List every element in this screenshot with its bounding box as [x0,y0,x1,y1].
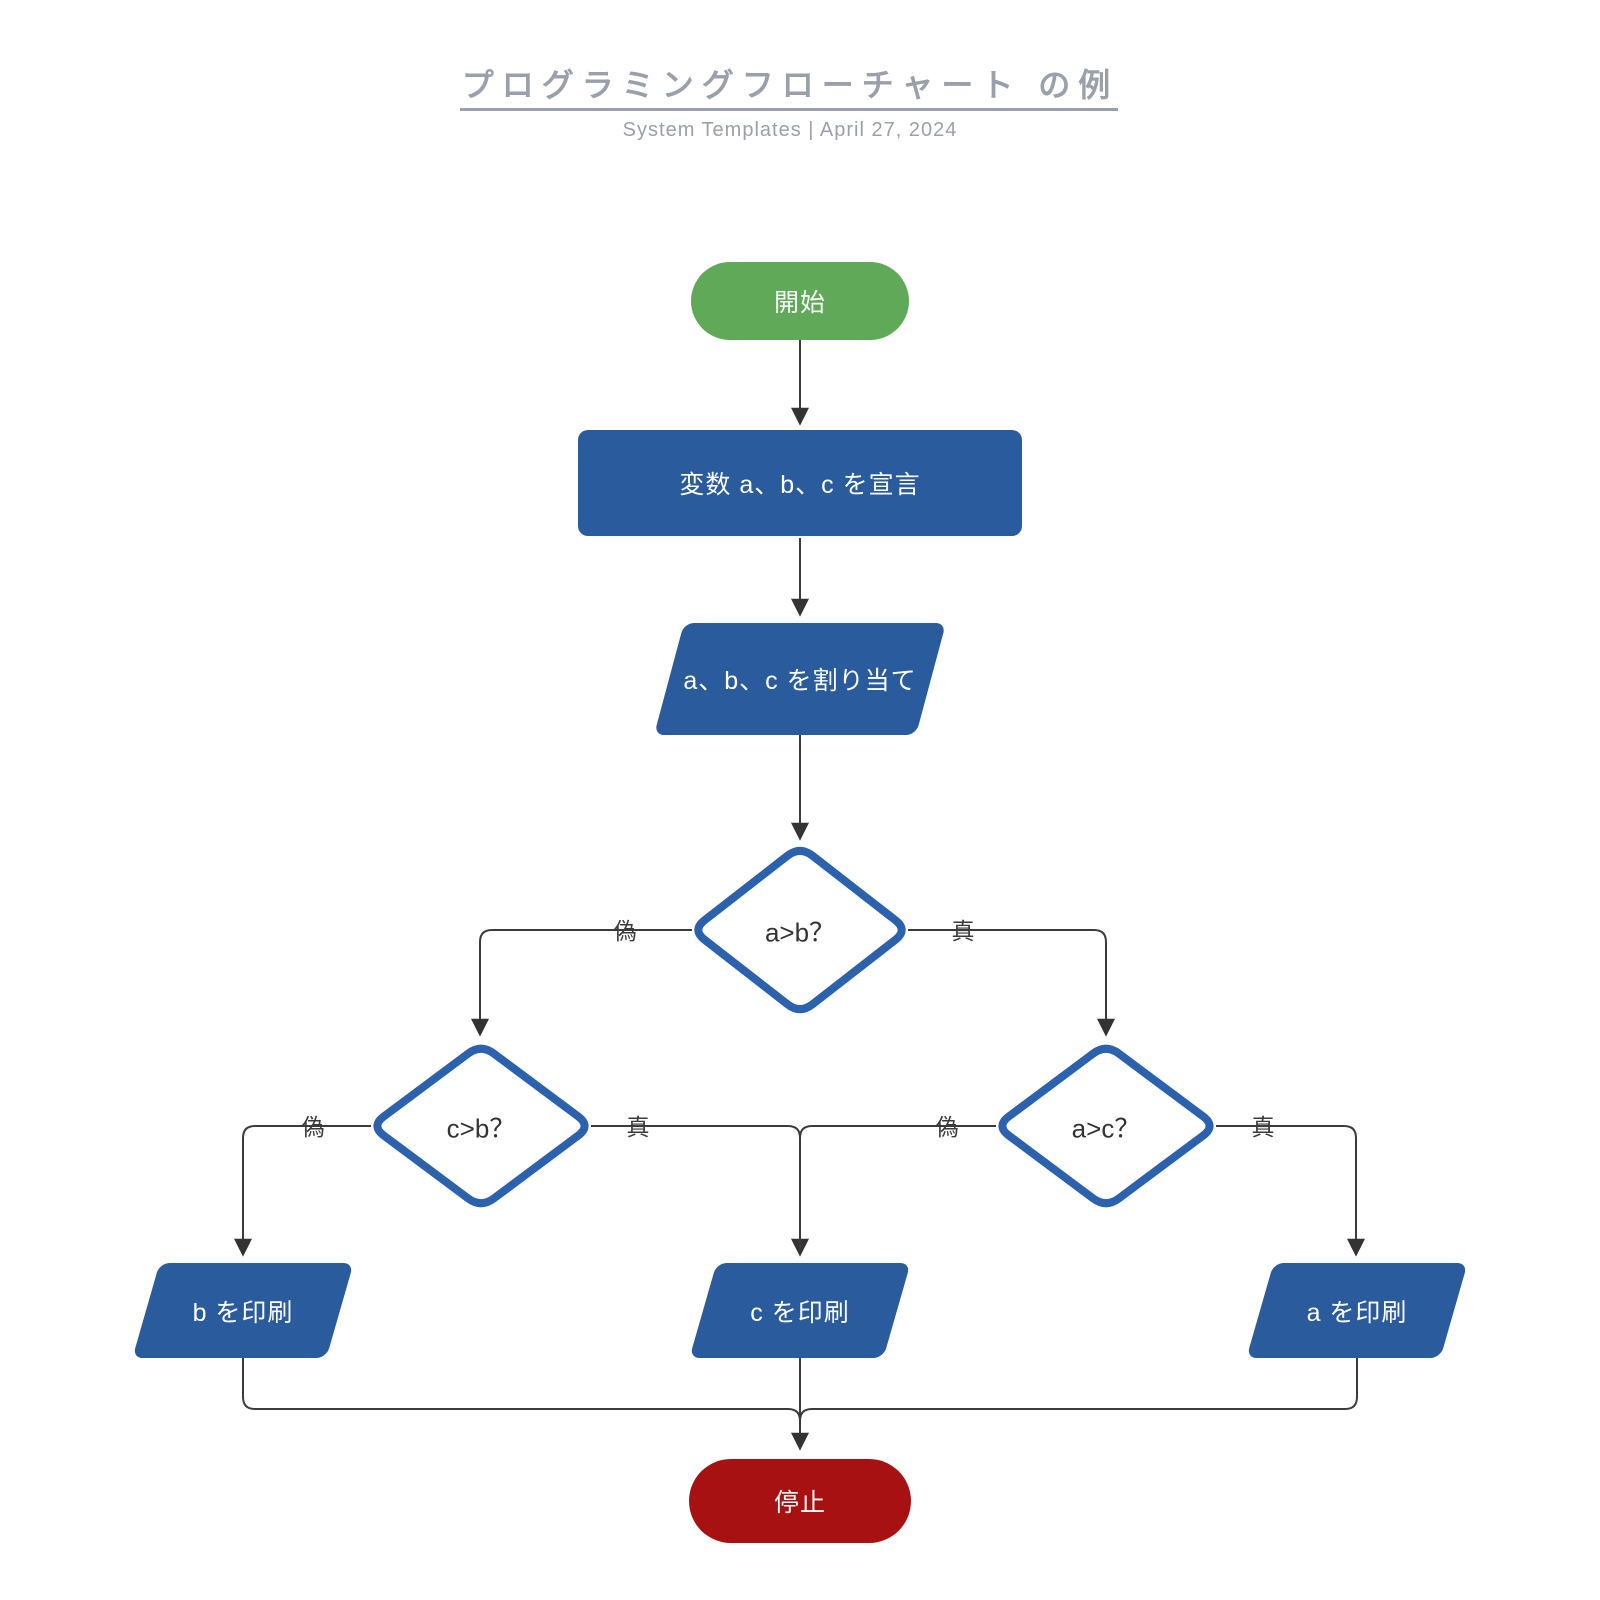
decision-ac-label: a>c？ [1071,1113,1141,1144]
decision-cb-label: c>b？ [446,1113,516,1144]
print-b-io-label: b を印刷 [192,1298,294,1327]
print-a-io-label: a を印刷 [1306,1298,1408,1327]
print-c-io-node: c を印刷 [689,1263,911,1358]
decision-cb-shape [373,1044,589,1208]
decision-ab-shape [694,846,906,1014]
print-c-io-label: c を印刷 [750,1298,850,1327]
print-b-io-node: b を印刷 [132,1263,354,1358]
edge-cb-false [234,1125,371,1257]
assign-io-label: a、b、c を割り当て [683,667,917,695]
edge-label-cb-false: 偽 [301,1114,325,1140]
edge-ab-false [471,929,692,1037]
edge-label-ab-false: 偽 [613,918,637,944]
edge-label-cb-true: 真 [626,1114,650,1140]
declare-process-label: 変数 a、b、c を宣言 [679,471,921,499]
decision-ab-label: a>b？ [764,917,836,948]
stop-node-label: 停止 [773,1489,826,1517]
edge-printa-merge [799,1358,1358,1435]
decision-ac-shape [998,1044,1214,1208]
page-title: プログラミングフローチャート の例 [461,67,1119,103]
edge-printb-merge [242,1358,801,1435]
edge-ac-false [799,1125,996,1248]
assign-io-node: a、b、c を割り当て [653,623,947,735]
declare-process-node: 変数 a、b、c を宣言 [578,430,1022,536]
start-node: 開始 [691,262,909,340]
edge-label-ab-true: 真 [951,918,975,944]
edge-label-ac-true: 真 [1251,1114,1275,1140]
edge-cb-true [591,1125,809,1257]
title-underline [460,108,1118,111]
edge-ab-true [908,929,1115,1037]
edge-label-ac-false: 偽 [935,1114,959,1140]
start-node-label: 開始 [773,289,826,317]
print-a-io-node: a を印刷 [1246,1263,1468,1358]
stop-node: 停止 [689,1459,911,1543]
edge-ac-true [1216,1125,1365,1257]
page-subtitle: System Templates | April 27, 2024 [622,119,958,141]
